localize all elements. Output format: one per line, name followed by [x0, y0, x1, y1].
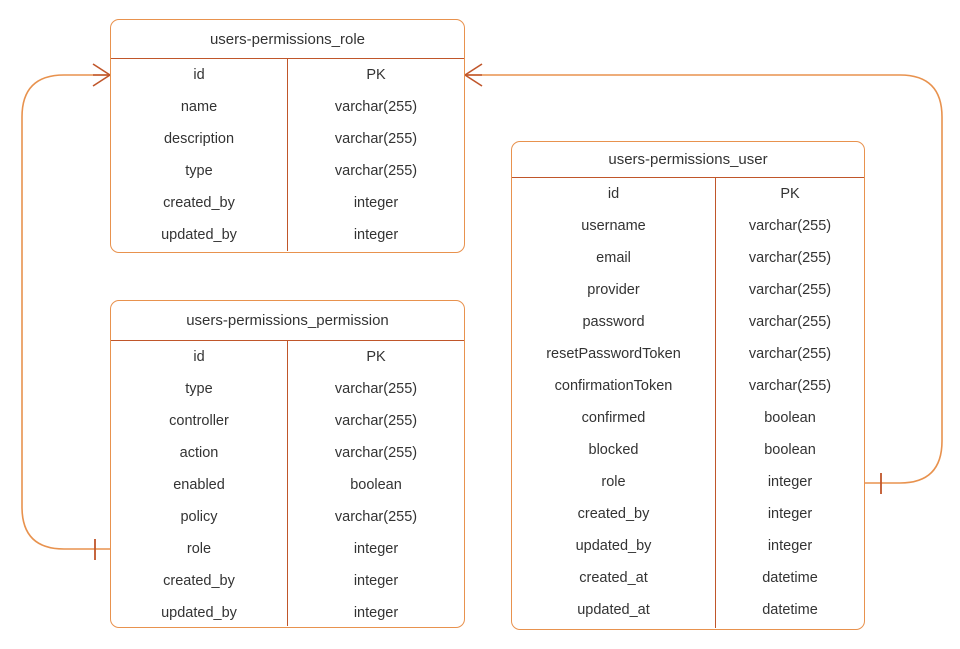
relationship-line — [21, 74, 110, 550]
field-type-cell: PK — [366, 66, 386, 83]
field-type-cell: varchar(255) — [334, 130, 418, 147]
field-type-column-permission: PK varchar(255) varchar(255) varchar(255) bo… — [288, 341, 464, 626]
relationship-role-to-permission[interactable] — [21, 63, 111, 560]
field-type-cell: integer — [353, 194, 399, 211]
entity-body-user: id username email provider password resetPass… — [512, 178, 864, 628]
field-type-cell: datetime — [762, 601, 818, 618]
field-type-cell: integer — [767, 473, 813, 490]
field-name-cell: id — [607, 185, 620, 202]
field-type-column-role: PK varchar(255) varchar(255) varchar(255) in… — [288, 59, 464, 251]
entity-title-role: users-permissions_role — [111, 20, 464, 59]
field-name-cell: enabled — [173, 476, 225, 493]
field-type-cell: varchar(255) — [334, 444, 418, 461]
entity-body-permission: id type controller action enabled policy role c… — [111, 341, 464, 626]
field-name-cell: role — [186, 540, 212, 557]
entity-body-role: id name description type created_by updated_b… — [111, 59, 464, 251]
entity-title-permission: users-permissions_permission — [111, 301, 464, 341]
field-name-cell: password — [582, 313, 645, 330]
field-name-cell: provider — [587, 281, 640, 298]
field-type-cell: PK — [366, 348, 386, 365]
field-name-cell: blocked — [588, 441, 639, 458]
field-type-cell: varchar(255) — [748, 281, 832, 298]
field-type-cell: integer — [353, 540, 399, 557]
crows-foot-icon — [464, 63, 483, 87]
field-type-cell: varchar(255) — [334, 98, 418, 115]
field-name-cell: id — [193, 348, 205, 365]
field-type-cell: datetime — [762, 569, 818, 586]
field-type-cell: varchar(255) — [334, 162, 418, 179]
field-type-cell: PK — [780, 185, 800, 202]
field-name-cell: confirmed — [581, 409, 646, 426]
field-name-cell: description — [163, 130, 235, 147]
field-name-cell: controller — [169, 412, 229, 429]
field-type-cell: varchar(255) — [748, 217, 832, 234]
field-name-cell: updated_at — [577, 601, 650, 618]
field-type-cell: boolean — [764, 409, 816, 426]
field-type-cell: integer — [353, 226, 399, 243]
field-name-column-role: id name description type created_by updated_b… — [111, 59, 288, 251]
field-name-cell: resetPasswordToken — [546, 345, 681, 362]
field-type-cell: varchar(255) — [334, 508, 418, 525]
field-name-cell: created_by — [577, 505, 650, 522]
field-type-cell: varchar(255) — [748, 313, 832, 330]
field-name-cell: id — [193, 66, 205, 83]
entity-title-user: users-permissions_user — [512, 142, 864, 178]
field-type-cell: boolean — [350, 476, 402, 493]
field-name-cell: updated_by — [161, 226, 237, 243]
field-name-cell: updated_by — [575, 537, 652, 554]
field-name-column-user: id username email provider password resetPass… — [512, 178, 716, 628]
field-name-cell: created_by — [163, 572, 235, 589]
field-type-cell: boolean — [764, 441, 816, 458]
field-type-cell: varchar(255) — [748, 345, 832, 362]
field-type-cell: integer — [767, 505, 813, 522]
field-type-cell: varchar(255) — [334, 380, 418, 397]
field-name-cell: type — [185, 380, 213, 397]
field-name-cell: confirmationToken — [554, 377, 673, 394]
field-name-cell: role — [601, 473, 626, 490]
field-type-cell: varchar(255) — [748, 377, 832, 394]
field-name-cell: updated_by — [161, 604, 237, 621]
field-name-cell: type — [185, 162, 213, 179]
field-type-cell: integer — [353, 604, 399, 621]
field-type-cell: integer — [767, 537, 813, 554]
field-name-column-permission: id type controller action enabled policy role c… — [111, 341, 288, 626]
field-type-cell: varchar(255) — [748, 249, 832, 266]
field-name-cell: email — [596, 249, 631, 266]
field-name-cell: created_by — [163, 194, 235, 211]
field-name-cell: action — [179, 444, 219, 461]
field-type-cell: integer — [353, 572, 399, 589]
field-type-cell: varchar(255) — [334, 412, 418, 429]
crows-foot-icon — [92, 63, 111, 87]
field-name-cell: username — [581, 217, 646, 234]
field-type-column-user: PK varchar(255) varchar(255) varchar(255) va… — [716, 178, 864, 628]
field-name-cell: policy — [180, 508, 218, 525]
field-name-cell: name — [180, 98, 218, 115]
field-name-cell: created_at — [579, 569, 648, 586]
